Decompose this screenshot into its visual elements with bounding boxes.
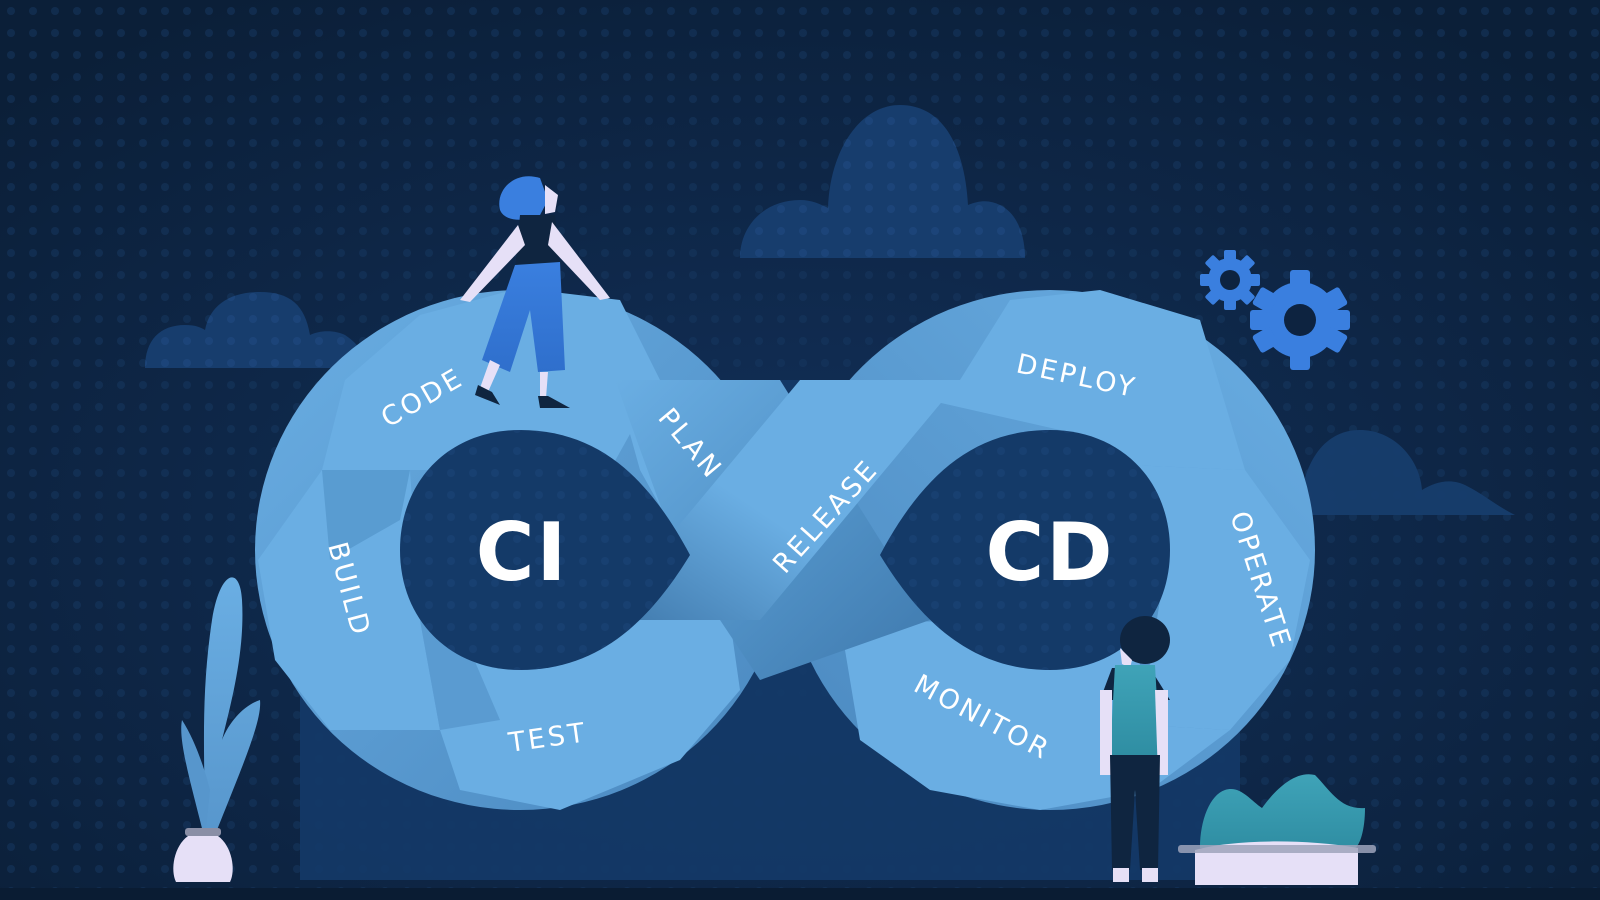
cd-label: CD (985, 506, 1114, 599)
gear-small-icon (1200, 250, 1260, 310)
crossing-band-release (600, 380, 960, 620)
gear-large-icon (1250, 270, 1350, 370)
cloud-top-center (740, 105, 1025, 258)
segment-operate (1130, 465, 1310, 730)
floor-strip (0, 888, 1600, 900)
segment-build (258, 470, 440, 730)
planter-box (1178, 774, 1376, 885)
ci-label: CI (476, 506, 568, 599)
man-figure (1100, 616, 1170, 882)
woman-figure (460, 176, 610, 408)
plant-in-jar (173, 577, 261, 882)
segment-deploy (840, 290, 1245, 470)
cloud-left (145, 292, 365, 368)
cloud-right (1300, 430, 1515, 515)
